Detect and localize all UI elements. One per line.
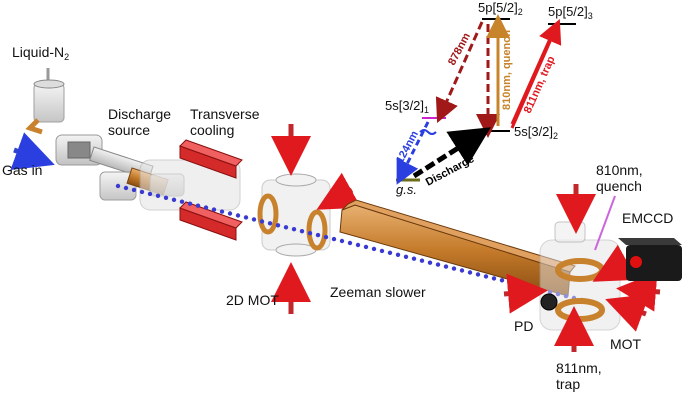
level-5s32-1-label: 5s[3/2]1 (385, 98, 429, 115)
pd-label: PD (514, 318, 533, 334)
atom-dot (236, 213, 240, 217)
atom-dot (188, 202, 192, 206)
2d-mot-label: 2D MOT (226, 292, 279, 308)
atom-dot (204, 205, 208, 209)
atom-dot (476, 272, 480, 276)
atom-dot (468, 270, 472, 274)
atom-dot (324, 235, 328, 239)
atom-dot (140, 190, 144, 194)
emccd-camera (618, 238, 682, 281)
atom-dot (156, 194, 160, 198)
atom-dot (356, 243, 360, 247)
atom-dot (524, 284, 528, 288)
mot-beam-left (504, 292, 528, 294)
atom-dot (372, 247, 376, 251)
label-discharge: Discharge (424, 153, 477, 189)
atom-dot (244, 215, 248, 219)
atom-dot (164, 196, 168, 200)
atom-dot (212, 207, 216, 211)
atom-dot (180, 200, 184, 204)
atom-dot (308, 231, 312, 235)
atom-dot (460, 268, 464, 272)
emccd-label: EMCCD (622, 210, 673, 226)
atom-dot (364, 245, 368, 249)
atom-dot (228, 211, 232, 215)
atom-dot (412, 257, 416, 261)
atom-dot (252, 217, 256, 221)
liquid-n2-label: Liquid-N2 (12, 44, 69, 65)
quench-beam-label: 810nm,quench (596, 162, 643, 194)
2d-mot-chamber (260, 174, 330, 256)
level-5s32-2-label: 5s[3/2]2 (514, 124, 558, 141)
atom-dot (124, 186, 128, 190)
level-gs-label: g.s. (396, 182, 417, 197)
atom-dot (396, 253, 400, 257)
atom-dot (452, 266, 456, 270)
label-810nm-quench: 810nm, quench (501, 30, 513, 110)
level-5p52-3-label: 5p[5/2]3 (548, 4, 593, 21)
level-5p52-2-label: 5p[5/2]2 (478, 0, 523, 17)
atom-dot (196, 204, 200, 208)
atom-dot (420, 259, 424, 263)
atom-dot (316, 233, 320, 237)
atom-dot (500, 278, 504, 282)
trap-beam-label: 811nm,trap (556, 360, 602, 392)
mot-beam-right-lower (624, 306, 646, 314)
atom-dot (276, 223, 280, 227)
atom-dot (268, 221, 272, 225)
atom-dot (260, 219, 264, 223)
gas-in-label: Gas in (2, 162, 42, 178)
atom-dot (348, 241, 352, 245)
2d-mot-beam-side (334, 190, 352, 200)
atom-dot (404, 255, 408, 259)
atom-dot (172, 198, 176, 202)
mot-beam-right-upper (636, 290, 660, 292)
atom-dot (340, 239, 344, 243)
atom-dot (436, 262, 440, 266)
atom-dot (220, 209, 224, 213)
liquid-n2-dewar (30, 68, 64, 132)
atom-dot (132, 188, 136, 192)
atom-dot (116, 184, 120, 188)
photodiode (541, 294, 557, 310)
mot-label: MOT (610, 336, 641, 352)
atom-dot (428, 261, 432, 265)
atom-dot (148, 192, 152, 196)
atom-dot (380, 249, 384, 253)
gas-inlet-arrow (14, 150, 36, 158)
atom-dot (284, 225, 288, 229)
atom-dot (388, 251, 392, 255)
atom-dot (292, 227, 296, 231)
atom-dot (332, 237, 336, 241)
atom-dot (492, 276, 496, 280)
atom-dot (508, 280, 512, 284)
atom-dot (484, 274, 488, 278)
discharge-source (56, 135, 240, 210)
atom-dot (532, 286, 536, 290)
atom-dot (300, 229, 304, 233)
zeeman-slower-label: Zeeman slower (330, 284, 426, 300)
atom-dot (516, 282, 520, 286)
atom-dot (444, 264, 448, 268)
